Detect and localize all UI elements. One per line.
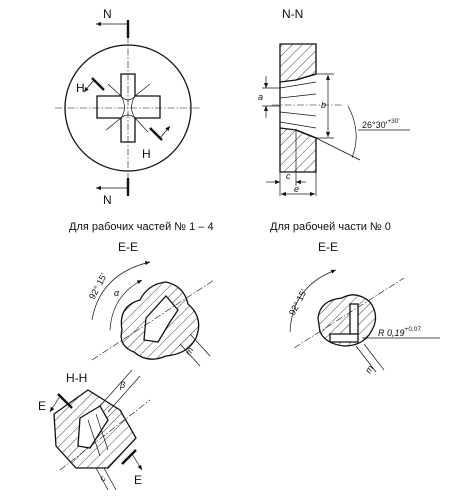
e-e-left-axis: [91, 279, 215, 361]
dim-m-right-label: m: [363, 363, 376, 375]
section-e-bottom-label: E: [134, 473, 142, 487]
section-e-top-label: E: [38, 399, 46, 413]
h-h-recess-cut: [77, 405, 109, 449]
dim-c-h-ext-2: [103, 467, 117, 491]
section-h-bottom-arrow: [159, 125, 171, 139]
recess-rib-2: [105, 117, 122, 131]
recess-bottom-taper: [295, 129, 317, 139]
h-h-inner-line-1: [87, 419, 101, 457]
h-h-inner-line-2: [95, 413, 109, 451]
recess-rib-4: [107, 83, 122, 97]
radius-base: R 0,19: [378, 328, 405, 338]
angle-value: 26°30′+30′: [362, 118, 400, 130]
section-e-e-right-title: E-E: [318, 240, 338, 254]
dim-c-label: c: [286, 171, 291, 181]
dim-c-h-ext-1: [95, 467, 109, 491]
section-h-h: H-H β c E E: [38, 369, 151, 491]
section-h-h-title: H-H: [66, 371, 87, 385]
recess-inner-line-3: [279, 111, 317, 117]
recess-rib-1: [134, 83, 151, 97]
section-n-n: N-N a b 26°30′+30′: [258, 7, 410, 233]
front-view-recess: N N H H Для рабочих частей № 1 – 4: [55, 7, 214, 233]
caption-parts-1-4: Для рабочих частей № 1 – 4: [69, 221, 214, 233]
section-h-bottom-label: H: [142, 147, 151, 161]
h-h-axis: [59, 399, 151, 471]
upper-hatched-block: [279, 43, 317, 83]
section-e-e-left-title: E-E: [118, 240, 138, 254]
section-h-top-label: H: [76, 81, 85, 95]
dim-m-right-ext-2: [363, 343, 385, 371]
section-e-top-arrow: [49, 395, 61, 413]
recess-inner-line-1: [279, 81, 317, 89]
radius-tolerance: +0,07: [405, 326, 422, 333]
lower-hatched-block: [279, 127, 317, 173]
beta-label: β: [119, 380, 125, 390]
radius-value: R 0,19+0,07: [378, 326, 421, 338]
angle-92-right-arc: [289, 269, 337, 333]
e-e-left-recess-cut: [143, 295, 179, 343]
section-n-n-title: N-N: [282, 7, 303, 21]
angle-92-arc: [91, 261, 151, 321]
recess-top-taper: [295, 73, 317, 81]
section-e-bottom-arrow: [131, 453, 143, 471]
alpha-label: α: [114, 288, 120, 298]
dim-c-h-label: c: [97, 474, 108, 483]
dim-a-label: a: [258, 92, 263, 102]
alpha-arc: [109, 279, 143, 331]
recess-inner-line-2: [279, 93, 317, 99]
e-e-right-axis: [293, 277, 405, 349]
dim-m-left-label: m: [183, 345, 196, 357]
dim-b-label: b: [321, 100, 326, 110]
e-e-right-slot-a: [349, 303, 359, 335]
angle-92-right-label: 92° 15′: [287, 287, 309, 317]
beta-line-1: [99, 369, 133, 407]
recess-rib-3: [134, 117, 149, 133]
dim-m-ext-1: [179, 343, 201, 367]
dim-m-right-ext-1: [355, 345, 377, 373]
section-h-top-arrow: [83, 79, 95, 93]
caption-part-0: Для рабочей части № 0: [270, 221, 391, 233]
e-e-right-section-body: [317, 294, 377, 347]
recess-inner-line-4: [279, 121, 317, 129]
angle-base: 26°30′: [362, 120, 388, 130]
angle-tolerance: +30′: [387, 118, 400, 125]
dim-e-label: e: [294, 184, 299, 194]
section-e-bottom-stroke: [121, 449, 137, 465]
beta-line-2: [107, 375, 141, 413]
angle-ref-line: [315, 137, 361, 161]
e-e-right-slot-b: [329, 333, 359, 343]
section-e-e-right: E-E 92° 15′ R 0,19+0,07 m: [287, 240, 440, 375]
section-n-top-label: N: [103, 7, 112, 21]
section-n-bottom-label: N: [103, 193, 112, 207]
angle-92-label: 92° 15′: [87, 271, 109, 301]
section-e-top-stroke: [57, 393, 73, 409]
section-h-bottom-stroke: [149, 127, 163, 141]
section-e-e-left: E-E 92° 15′ α m: [87, 240, 215, 367]
section-h-top-stroke: [91, 77, 105, 91]
angle-arc: [347, 105, 357, 159]
dim-m-ext-2: [189, 333, 211, 357]
